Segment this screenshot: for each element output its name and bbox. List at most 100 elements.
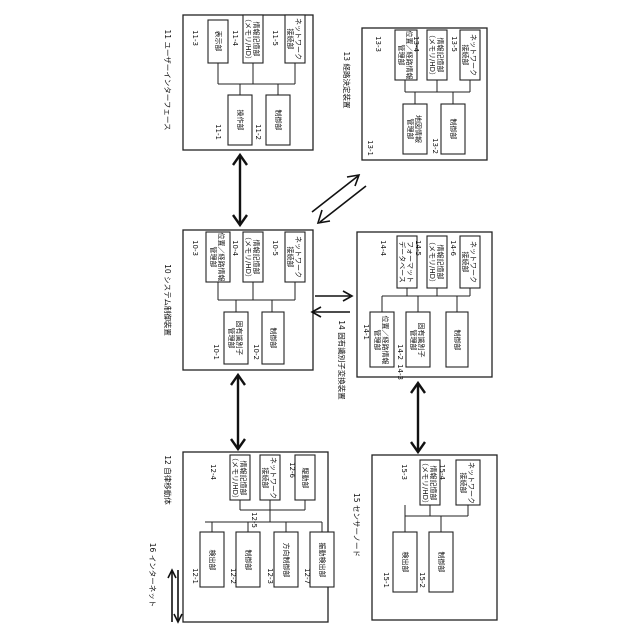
ref-label: 12-1 (191, 568, 199, 584)
sub-label: 地図情報 (414, 115, 423, 143)
sub-label: 位置／経路情報 (381, 316, 390, 365)
sub-label: 固有識別子 (417, 323, 426, 358)
sub-label: 管理部 (209, 247, 218, 268)
svg-text:制御部: 制御部 (453, 330, 462, 351)
sub-label: 振動検出部 (318, 543, 327, 578)
ref-label: 12-7 (303, 568, 311, 584)
sub-label: 接続部 (261, 468, 270, 489)
svg-text:検出部: 検出部 (401, 552, 410, 573)
svg-text:情報記憶部（メモリ/HD）: 情報記憶部（メモリ/HD） (244, 15, 261, 63)
ref-label: 11-4 (231, 30, 239, 46)
sub-label: 情報記憶部 (252, 240, 261, 275)
ref-label: 14-5 (414, 240, 422, 256)
svg-text:制御部: 制御部 (269, 328, 278, 349)
svg-text:制御部: 制御部 (244, 550, 253, 571)
svg-text:フォーマットデータベース: フォーマットデータベース (398, 241, 414, 283)
ref-label: 15-4 (438, 464, 446, 480)
sub-label: 制御部 (244, 550, 253, 571)
sub-label: 駆動部 (301, 468, 310, 489)
ref-label: 13-1 (366, 140, 374, 156)
sub-label: （メモリ/HD） (428, 31, 436, 79)
sub-label: （メモリ/HD） (421, 459, 429, 507)
svg-text:制御部: 制御部 (274, 110, 283, 131)
sub-label: 管理部 (406, 119, 415, 140)
svg-text:情報記憶部（メモリ/HD）: 情報記憶部（メモリ/HD） (244, 233, 261, 281)
sub-label: 情報記憶部 (436, 245, 445, 280)
ref-label: 12-3 (266, 568, 274, 584)
sub-label: 管理部 (373, 330, 382, 351)
ref-label: 13-5 (450, 36, 458, 52)
component-sensor-node: 15 センサーノード 情報記憶部（メモリ/HD） ネットワーク接続部 検出部 制… (352, 455, 497, 620)
component-title: 13 経路決定装置 (342, 52, 352, 109)
ref-label: 14-2 (396, 344, 404, 360)
svg-text:情報記憶部（メモリ/HD）: 情報記憶部（メモリ/HD） (428, 31, 445, 79)
sub-label: 制御部 (269, 328, 278, 349)
ref-label: 14-3 (396, 364, 404, 380)
ref-label: 14-6 (449, 240, 457, 256)
svg-text:情報記憶部（メモリ/HD）: 情報記憶部（メモリ/HD） (231, 454, 248, 502)
sub-label: 管理部 (409, 330, 418, 351)
svg-text:方向制御部: 方向制御部 (282, 543, 291, 578)
internet-legend: 16 インターネット (148, 543, 182, 622)
sub-label: 表示部 (214, 31, 223, 52)
ref-label: 12-4 (209, 464, 217, 480)
connection-ui-to-system-control (233, 155, 247, 225)
ref-label: 14-4 (379, 240, 387, 256)
sub-label: ネットワーク (269, 457, 277, 499)
component-title: 10 システム制御装置 (163, 264, 173, 336)
sub-label: 接続部 (286, 247, 295, 268)
sub-label: （メモリ/HD） (231, 454, 239, 502)
sub-label: ネットワーク (469, 34, 477, 76)
ref-label: 13-2 (431, 138, 439, 154)
ref-label: 12-5 (250, 512, 258, 528)
sub-label: 検出部 (208, 550, 217, 571)
sub-label: データベース (398, 241, 407, 283)
svg-text:制御部: 制御部 (437, 552, 446, 573)
sub-label: （メモリ/HD） (244, 15, 252, 63)
ref-label: 13-3 (374, 36, 382, 52)
ref-label: 11-1 (214, 124, 222, 140)
sub-label: 情報記憶部 (436, 38, 445, 73)
svg-text:情報記憶部（メモリ/HD）: 情報記憶部（メモリ/HD） (428, 238, 445, 286)
svg-text:検出部: 検出部 (208, 550, 217, 571)
sub-label: 操作部 (236, 110, 245, 131)
sub-label: 接続部 (461, 252, 470, 273)
internet-label: 16 インターネット (148, 543, 157, 607)
component-title: 14 固有識別子変換装置 (337, 320, 347, 400)
sub-label: 検出部 (401, 552, 410, 573)
component-user-interface: 11 ユーザーインターフェース 表示部 情報記憶部（メモリ/HD） ネットワーク… (163, 15, 313, 150)
sub-label: 制御部 (449, 119, 458, 140)
ref-label: 12-6 (288, 462, 296, 478)
sub-label: 接続部 (459, 473, 468, 494)
component-title: 15 センサーノード (352, 493, 361, 557)
sub-label: ネットワーク (294, 236, 302, 278)
sub-label: 制御部 (437, 552, 446, 573)
ref-label: 11-5 (271, 30, 279, 46)
sub-label: 位置／経路情報 (217, 233, 226, 282)
ref-label: 14-1 (362, 324, 370, 340)
ref-label: 10-1 (212, 344, 220, 360)
sub-label: 情報記憶部 (429, 466, 438, 501)
svg-text:制御部: 制御部 (449, 119, 458, 140)
ref-label: 10-5 (271, 240, 279, 256)
ref-label: 13-4 (412, 36, 420, 52)
sub-label: 管理部 (397, 45, 406, 66)
sub-label: 情報記憶部 (239, 461, 248, 496)
ref-label: 10-2 (252, 344, 260, 360)
connection-converter-to-sensor-node (411, 383, 425, 452)
sub-label: 制御部 (453, 330, 462, 351)
ref-label: 15-2 (418, 572, 426, 588)
ref-label: 11-3 (191, 30, 199, 46)
ref-label: 10-3 (191, 240, 199, 256)
ref-label: 15-1 (382, 572, 390, 588)
sub-label: 方向制御部 (282, 543, 291, 578)
svg-text:操作部: 操作部 (236, 110, 245, 131)
connection-system-control-to-converter (312, 291, 352, 317)
ref-label: 11-2 (254, 124, 262, 140)
component-unique-id-converter: 14 固有識別子変換装置 フォーマットデータベース 情報記憶部（メモリ/HD） … (337, 232, 492, 400)
connection-system-control-to-route-device (312, 175, 366, 223)
ref-label: 10-4 (231, 240, 239, 256)
sub-label: フォーマット (406, 241, 414, 283)
